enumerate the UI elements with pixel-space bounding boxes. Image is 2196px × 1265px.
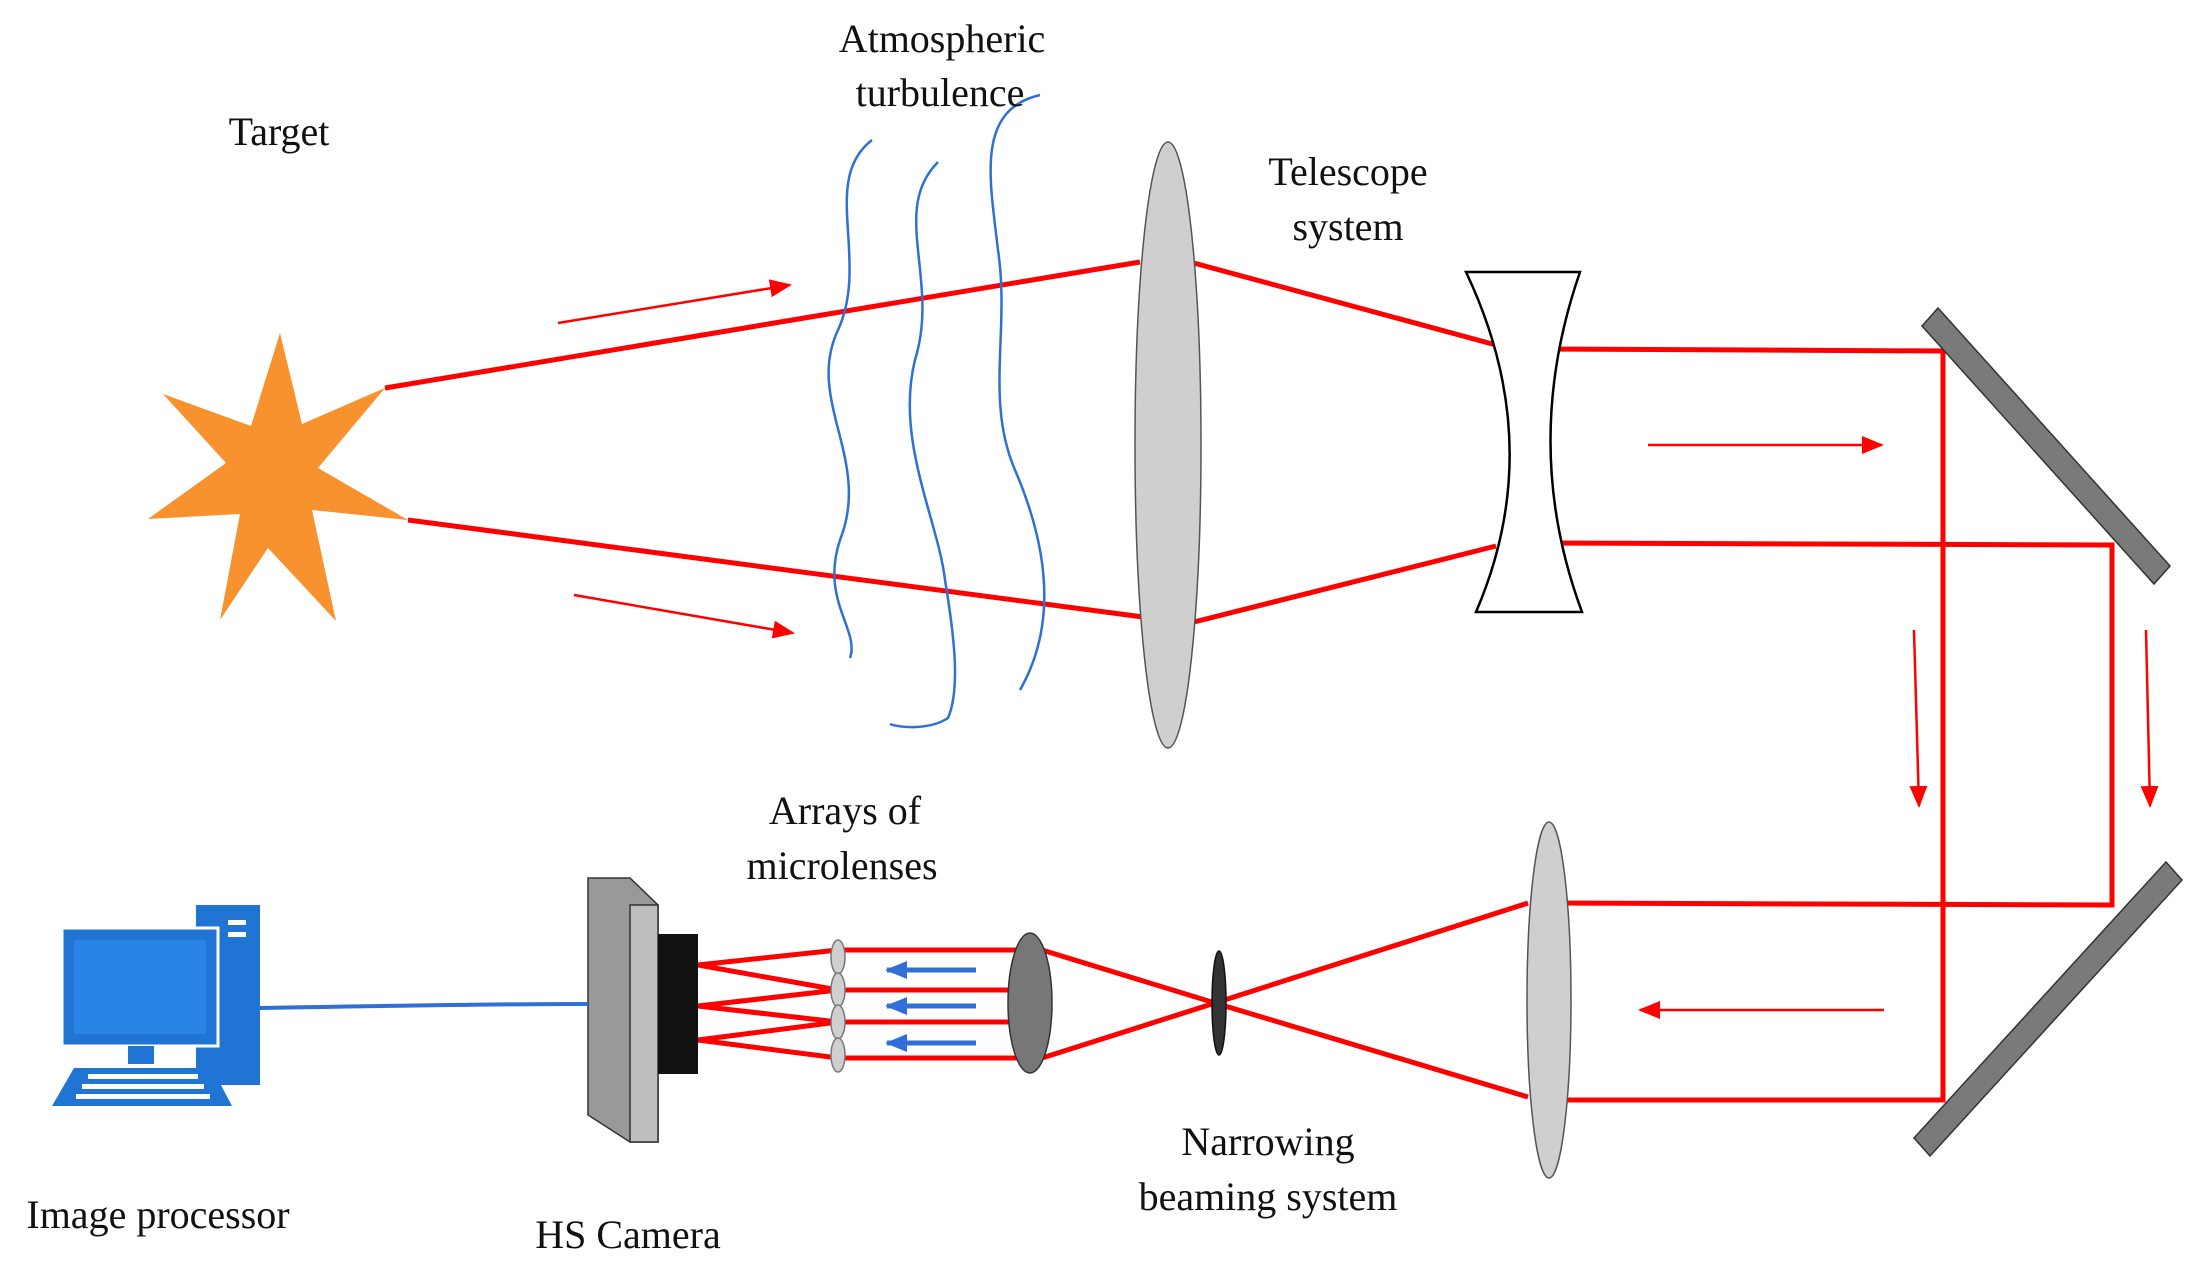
monitor-screen-highlight: [74, 940, 206, 1034]
turbulence-wave-2: [889, 161, 957, 729]
label-telescope-system: system: [1292, 204, 1403, 249]
beam-sensor-5: [697, 1019, 839, 1043]
camera-sensor: [658, 934, 698, 1074]
beam-collimated-upper: [1543, 346, 1946, 1103]
arrow-down-left: [1909, 629, 1928, 808]
microlens-3: [830, 1004, 846, 1040]
narrowing-small-lens: [1007, 932, 1053, 1074]
label-hs-camera: HS Camera: [535, 1212, 721, 1257]
beam-target-lower: [407, 517, 1144, 620]
beam-target-upper: [384, 259, 1141, 391]
beam-sensor-3: [697, 987, 839, 1009]
label-target: Target: [229, 109, 330, 154]
microlens-array: [830, 939, 846, 1073]
label-atmospheric: Atmospheric: [839, 16, 1046, 61]
mirror-lower: [1912, 860, 2184, 1158]
arrow-incoming-upper: [557, 279, 792, 325]
arrow-incoming-lower: [573, 593, 795, 639]
beam-objective-lower: [1189, 543, 1497, 626]
beam-sensor-1: [697, 947, 839, 968]
beam-collimated-lower: [1543, 540, 2115, 908]
turbulence-wave-3: [989, 93, 1046, 691]
hs-camera: [587, 877, 698, 1143]
label-telescope: Telescope: [1268, 149, 1427, 194]
tower-slot-2: [228, 932, 246, 937]
labels: Target Atmospheric turbulence Telescope …: [26, 16, 1427, 1257]
folding-mirrors: [1912, 306, 2184, 1158]
star-burst-icon: [148, 333, 408, 621]
label-beaming-system: beaming system: [1139, 1174, 1398, 1219]
beam-sensor-4: [697, 1003, 839, 1025]
camera-body-front: [629, 904, 659, 1143]
narrowing-large-lens: [1526, 821, 1572, 1179]
turbulence-wave-1: [827, 139, 873, 659]
turbulence-waves: [827, 93, 1046, 729]
label-turbulence: turbulence: [856, 70, 1025, 115]
direction-arrows: [557, 279, 2159, 1019]
monitor-stand: [128, 1046, 154, 1064]
beam-paths: [384, 259, 2115, 1103]
tower-slot-1: [228, 920, 246, 925]
microlens-1: [830, 939, 846, 975]
beam-objective-upper: [1189, 259, 1497, 348]
computer-cable: [257, 1002, 589, 1010]
mirror-upper: [1920, 306, 2172, 586]
telescope-concave-lens: [1464, 270, 1584, 614]
label-narrowing: Narrowing: [1181, 1119, 1354, 1164]
narrowing-focus-lens: [1211, 950, 1227, 1056]
beam-narrowing-upper: [1214, 900, 1529, 1006]
microlens-2: [830, 972, 846, 1008]
blue-arrows: [885, 961, 976, 1052]
desktop-computer-icon: [52, 905, 260, 1106]
arrow-down-right: [2140, 629, 2159, 808]
label-arrays-of: Arrays of: [769, 788, 922, 833]
beam-focus-lower: [1041, 1000, 1216, 1061]
label-microlenses: microlenses: [746, 843, 937, 888]
beam-narrowing-lower: [1214, 1000, 1529, 1100]
telescope-objective-lens: [1134, 141, 1202, 749]
label-image-processor: Image processor: [26, 1192, 289, 1237]
beam-focus-upper: [1041, 947, 1216, 1006]
beam-sensor-2: [697, 962, 839, 993]
keyboard-keys: [76, 1074, 210, 1099]
beam-sensor-6: [697, 1037, 839, 1061]
microlens-4: [830, 1037, 846, 1073]
